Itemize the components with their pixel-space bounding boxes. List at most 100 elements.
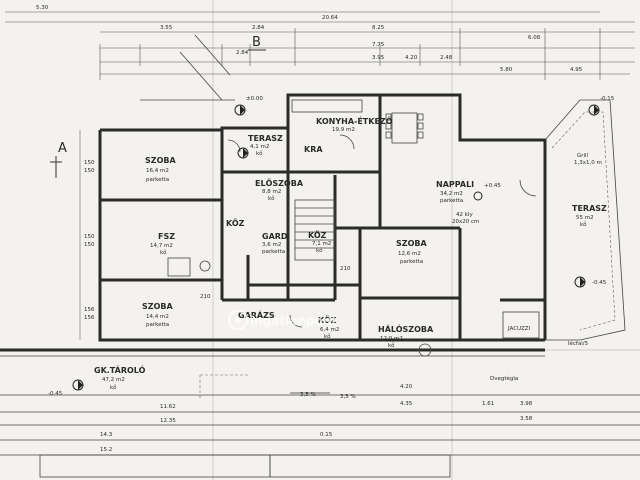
svg-text:14.3: 14.3 — [100, 432, 113, 438]
svg-text:12.35: 12.35 — [160, 418, 176, 424]
svg-text:ELŐSZOBA: ELŐSZOBA — [255, 178, 304, 188]
svg-text:3.98: 3.98 — [520, 401, 533, 407]
svg-text:150: 150 — [84, 242, 95, 248]
svg-text:parketta: parketta — [146, 177, 169, 183]
svg-text:kő: kő — [160, 250, 167, 256]
svg-text:kő: kő — [256, 151, 263, 157]
door-swing — [339, 134, 355, 150]
room-gktarolo: GK.TÁROLÓ 47,2 m2 kő — [94, 364, 146, 391]
room-koz-1: KÖZ 7,1 m2 kő — [308, 230, 331, 254]
left-dimensions: 150 150 150 150 156 156 210 210 — [79, 130, 351, 340]
step-note: lécfal/5 — [568, 340, 589, 347]
svg-text:4.20: 4.20 — [400, 384, 413, 390]
dim-label: 2.84 — [236, 50, 249, 56]
room-szoba-2: SZOBA 12,6 m2 parketta — [396, 239, 427, 265]
dim-label: 5.80 — [500, 67, 513, 73]
dim-label: 6.08 — [528, 35, 541, 41]
svg-text:4,1 m2: 4,1 m2 — [250, 144, 269, 150]
kitchen-counter — [291, 99, 363, 113]
section-marker-a: A — [50, 141, 67, 178]
room-kra: KRA — [304, 145, 323, 154]
svg-text:1.61: 1.61 — [482, 401, 494, 407]
svg-text:3.58: 3.58 — [520, 416, 533, 422]
bottom-dimensions: 11.62 12.35 4.20 4.35 1.61 3.58 3.98 14.… — [100, 384, 533, 453]
svg-text:parketta: parketta — [440, 198, 463, 204]
svg-text:42 kly: 42 kly — [456, 212, 473, 218]
svg-text:GARÁZS: GARÁZS — [238, 309, 275, 320]
svg-text:-0.15: -0.15 — [600, 96, 615, 102]
dim-label: 3.55 — [160, 25, 173, 31]
room-szoba-3: SZOBA 14,4 m2 parketta — [142, 302, 173, 328]
svg-text:HÁLÓSZOBA: HÁLÓSZOBA — [378, 323, 434, 334]
entrance-ramp — [140, 34, 235, 101]
svg-text:parketta: parketta — [262, 249, 285, 255]
level-marker: -0.15 — [588, 96, 615, 116]
sink — [418, 343, 432, 357]
room-eloszoba: ELŐSZOBA 8,8 m2 kő — [255, 178, 304, 202]
svg-text:19,9 m2: 19,9 m2 — [332, 127, 355, 133]
room-haloszoba: HÁLÓSZOBA 12,0 m2 kő — [378, 323, 434, 349]
jacuzzi-tub — [502, 311, 540, 339]
garage-structure — [0, 348, 640, 478]
door-swing — [519, 179, 537, 197]
svg-text:34,2 m2: 34,2 m2 — [440, 191, 463, 197]
watermark-logo: ingatlanpont — [227, 309, 337, 331]
svg-text:210: 210 — [200, 294, 211, 300]
svg-text:20x20 cm: 20x20 cm — [452, 219, 479, 225]
dim-label: 4.95 — [570, 67, 583, 73]
toilet — [199, 260, 211, 272]
svg-text:156: 156 — [84, 307, 95, 313]
svg-text:150: 150 — [84, 168, 95, 174]
svg-text:GK.TÁROLÓ: GK.TÁROLÓ — [94, 364, 146, 375]
room-terasz-big: TERASZ 55 m2 kő — [572, 204, 607, 228]
svg-text:55 m2: 55 m2 — [576, 215, 594, 221]
svg-text:4.35: 4.35 — [400, 401, 413, 407]
room-gard: GARD 3,6 m2 parketta — [262, 232, 288, 255]
svg-text:JACUZZI: JACUZZI — [507, 326, 530, 332]
svg-text:8,8 m2: 8,8 m2 — [262, 189, 281, 195]
room-fsz: FSZ 14,7 m2 kő — [150, 232, 175, 256]
level-marker: -0.45 — [48, 379, 84, 397]
svg-text:TERASZ: TERASZ — [572, 204, 607, 213]
svg-text:+0.45: +0.45 — [484, 183, 501, 189]
watermark-text: ingatlanpont — [250, 314, 337, 328]
dim-label: 7.75 — [372, 42, 385, 48]
svg-text:47,2 m2: 47,2 m2 — [102, 377, 125, 383]
svg-text:SZOBA: SZOBA — [142, 302, 173, 311]
room-koz-2: KÖZ 6,4 m2 kő — [318, 315, 339, 340]
exterior-walls — [98, 93, 547, 342]
dim-label: 4.20 — [405, 55, 418, 61]
svg-text:kő: kő — [388, 343, 395, 349]
svg-text:0.15: 0.15 — [320, 432, 333, 438]
room-nappali: NAPPALI 34,2 m2 parketta 42 kly 20x20 cm — [436, 180, 479, 225]
svg-text:16,4 m2: 16,4 m2 — [146, 168, 169, 174]
slope-label: 3,5 % — [300, 392, 316, 398]
svg-text:TERASZ: TERASZ — [248, 134, 283, 143]
grill-note: Grill — [577, 153, 589, 159]
dim-label: 3.95 — [372, 55, 385, 61]
terrace-outline — [544, 99, 626, 341]
svg-text:SZOBA: SZOBA — [396, 239, 427, 248]
svg-text:6,4 m2: 6,4 m2 — [320, 327, 339, 333]
svg-text:±0.00: ±0.00 — [246, 96, 263, 102]
svg-text:kő: kő — [268, 196, 275, 202]
svg-text:FSZ: FSZ — [158, 232, 175, 241]
svg-text:150: 150 — [84, 234, 95, 240]
svg-text:KRA: KRA — [304, 145, 323, 154]
door-swing — [289, 314, 303, 328]
svg-text:15.2: 15.2 — [100, 447, 112, 453]
svg-text:kő: kő — [316, 248, 323, 254]
svg-text:12,6 m2: 12,6 m2 — [398, 251, 421, 257]
room-terasz-small: TERASZ 4,1 m2 kő — [248, 134, 283, 157]
door-swing — [227, 139, 241, 153]
dim-label: 2.48 — [440, 55, 453, 61]
svg-text:KONYHA-ÉTKEZŐ: KONYHA-ÉTKEZŐ — [316, 115, 393, 126]
svg-text:kő: kő — [580, 222, 587, 228]
room-koz-small: KÖZ — [226, 218, 245, 228]
level-marker — [237, 147, 249, 159]
svg-text:kő: kő — [324, 334, 331, 340]
svg-text:156: 156 — [84, 315, 95, 321]
grill-size-note: 1,3x1,0 m — [574, 160, 602, 166]
